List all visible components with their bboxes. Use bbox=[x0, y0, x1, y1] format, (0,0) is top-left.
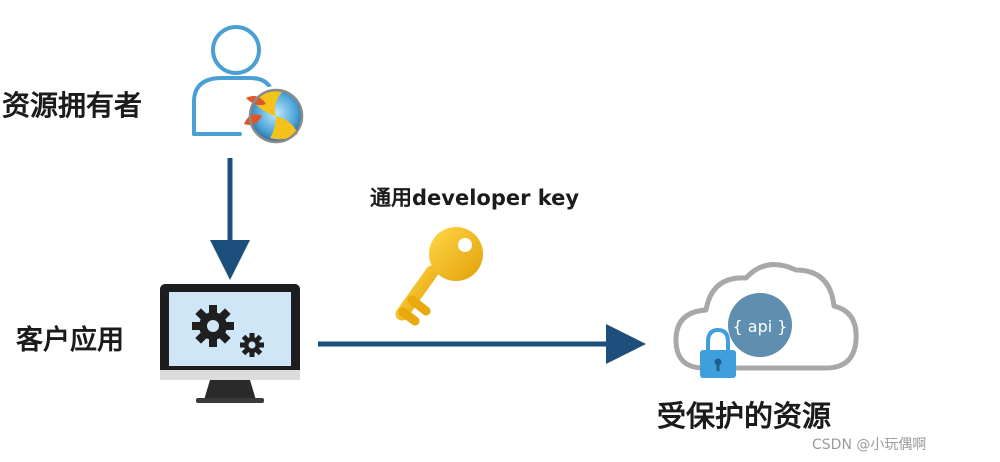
gears-icon bbox=[192, 305, 264, 357]
monitor-icon bbox=[160, 284, 300, 403]
client-app-label: 客户应用 bbox=[16, 325, 124, 356]
watermark-text: CSDN @小玩偶啊 bbox=[812, 437, 927, 453]
api-badge: { api } bbox=[728, 293, 792, 357]
user-icon bbox=[192, 25, 274, 136]
api-text: { api } bbox=[733, 317, 788, 336]
resource-owner-label: 资源拥有者 bbox=[2, 89, 143, 122]
protected-resource-label: 受保护的资源 bbox=[657, 399, 832, 433]
browser-icon bbox=[244, 86, 306, 146]
lock-icon bbox=[700, 327, 736, 378]
key-icon bbox=[395, 227, 483, 326]
developer-key-label: 通用developer key bbox=[370, 186, 580, 210]
